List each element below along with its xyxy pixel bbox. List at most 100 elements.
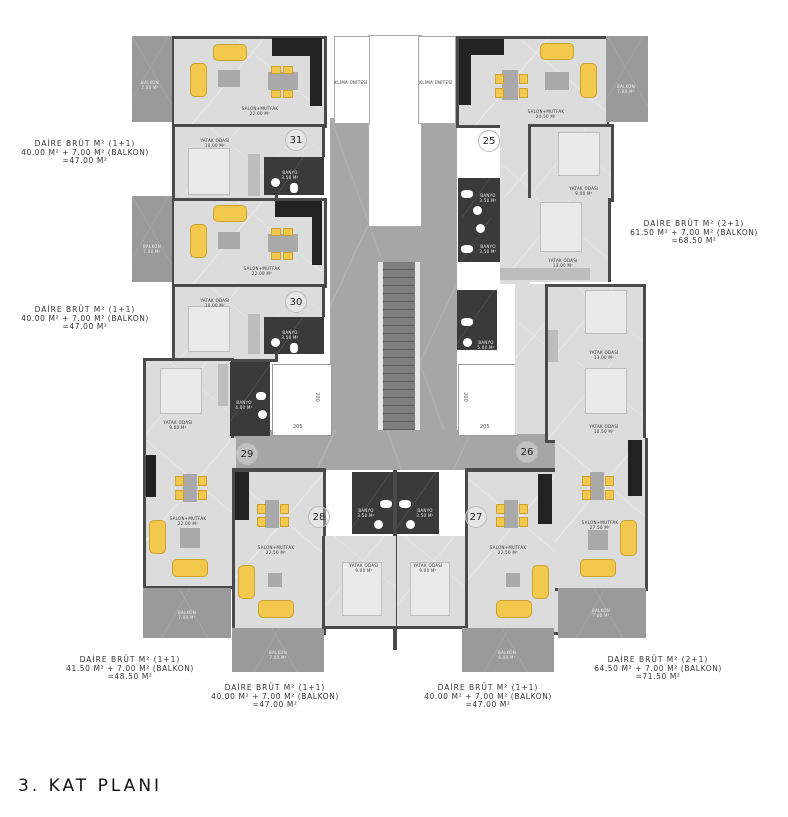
kitchen-25 [459, 39, 504, 55]
shower-drain [463, 338, 472, 347]
chair [271, 252, 281, 260]
sofa [258, 600, 294, 618]
sofa [213, 44, 247, 61]
summary-line-1: DAİRE BRÜT M² (1+1) [224, 683, 326, 692]
unit-number-text: 29 [240, 448, 254, 460]
summary-line-3: =47.00 M² [62, 322, 108, 331]
coffee-table [218, 232, 240, 249]
unit-number-text: 27 [469, 511, 483, 523]
room-area: 3.50 M² [479, 198, 497, 203]
kitchen-27 [538, 474, 552, 524]
hall-26 [515, 284, 545, 434]
room-label: SALON+MUTFAK [169, 516, 207, 521]
kitchen-30 [275, 201, 322, 217]
kitchen-31 [272, 38, 322, 56]
chair [280, 504, 289, 514]
room-area: 9.00 M² [575, 191, 593, 196]
kitchen-25-side [459, 55, 471, 105]
klima-label-25: KLİMA ÜNİTESİ [419, 80, 452, 85]
klima-label-31: KLİMA ÜNİTESİ [334, 80, 367, 85]
chair [495, 74, 504, 84]
toilet [399, 500, 411, 508]
bed [342, 562, 382, 616]
room-area: 10.50 M² [593, 429, 615, 434]
room-area: 5.00 M² [477, 345, 495, 350]
toilet [461, 190, 473, 198]
area-summary-29: DAİRE BRÜT M² (1+1) 41.50 M² + 7.00 M² (… [66, 655, 194, 682]
dining-table [183, 474, 197, 502]
chair [605, 490, 614, 500]
wardrobe [500, 268, 590, 280]
klima-25 [418, 36, 456, 124]
bed [558, 132, 600, 176]
summary-line-2: 40.00 M² + 7.00 M² (BALKON) [424, 691, 552, 701]
room-label: YATAK ODASI [548, 258, 578, 263]
room-area: 7.00 M² [178, 615, 196, 620]
staircase [378, 262, 420, 430]
shower-drain [374, 520, 383, 529]
room-area: 7.00 M² [141, 85, 159, 90]
chair [198, 490, 207, 500]
summary-line-1: DAİRE BRÜT M² (1+1) [34, 139, 136, 148]
unit-number-25: 25 [478, 130, 500, 152]
chair [271, 90, 281, 98]
room-label: YATAK ODASI [569, 186, 599, 191]
summary-line-3: =48.50 M² [107, 672, 153, 681]
bedroom-28[interactable] [322, 536, 396, 629]
klima-31 [334, 36, 370, 124]
summary-line-1: DAİRE BRÜT M² (1+1) [437, 683, 539, 692]
room-area: 10.00 M² [204, 143, 226, 148]
bed [410, 562, 450, 616]
room-label: YATAK ODASI [200, 298, 230, 303]
unit-number-text: 30 [289, 296, 303, 308]
chair [495, 88, 504, 98]
room-label: BALKON [268, 650, 288, 655]
room-label: BALKON [616, 84, 636, 89]
room-area: 22.50 M² [497, 550, 519, 555]
shower-drain [476, 224, 485, 233]
sofa [213, 205, 247, 222]
room-area: 3.50 M² [281, 175, 299, 180]
kitchen-28 [235, 472, 249, 520]
chair [582, 476, 591, 486]
chair [582, 490, 591, 500]
room-label: YATAK ODASI [163, 420, 193, 425]
room-area: 9.00 M² [169, 425, 187, 430]
chair [519, 504, 528, 514]
room-label: SALON+MUTFAK [489, 545, 527, 550]
chair [175, 476, 184, 486]
chair [496, 504, 505, 514]
room-area: 13.00 M² [593, 355, 615, 360]
kitchen-31-side [310, 56, 322, 106]
unit-number-text: 28 [312, 511, 326, 523]
chair [283, 90, 293, 98]
summary-line-3: =71.50 M² [635, 672, 681, 681]
room-area: 3.50 M² [479, 249, 497, 254]
room-label: SALON+MUTFAK [257, 545, 295, 550]
wardrobe [248, 154, 260, 196]
room-label: YATAK ODASI [589, 424, 619, 429]
dining-table [502, 70, 518, 100]
room-area: 3.50 M² [416, 513, 434, 518]
coffee-table [268, 573, 282, 587]
room-label: BANYO [480, 244, 496, 249]
summary-line-3: =47.00 M² [465, 700, 511, 709]
chair [271, 228, 281, 236]
kitchen-26 [628, 440, 642, 496]
room-area: 24.50 M² [535, 114, 557, 119]
toilet [380, 500, 392, 508]
balcony-25 [606, 36, 648, 122]
room-area: 22.00 M² [249, 111, 271, 116]
shower-drain [271, 338, 280, 347]
toilet [290, 343, 298, 353]
room-area: 9.00 M² [355, 568, 373, 573]
room-label: YATAK ODASI [413, 563, 443, 568]
